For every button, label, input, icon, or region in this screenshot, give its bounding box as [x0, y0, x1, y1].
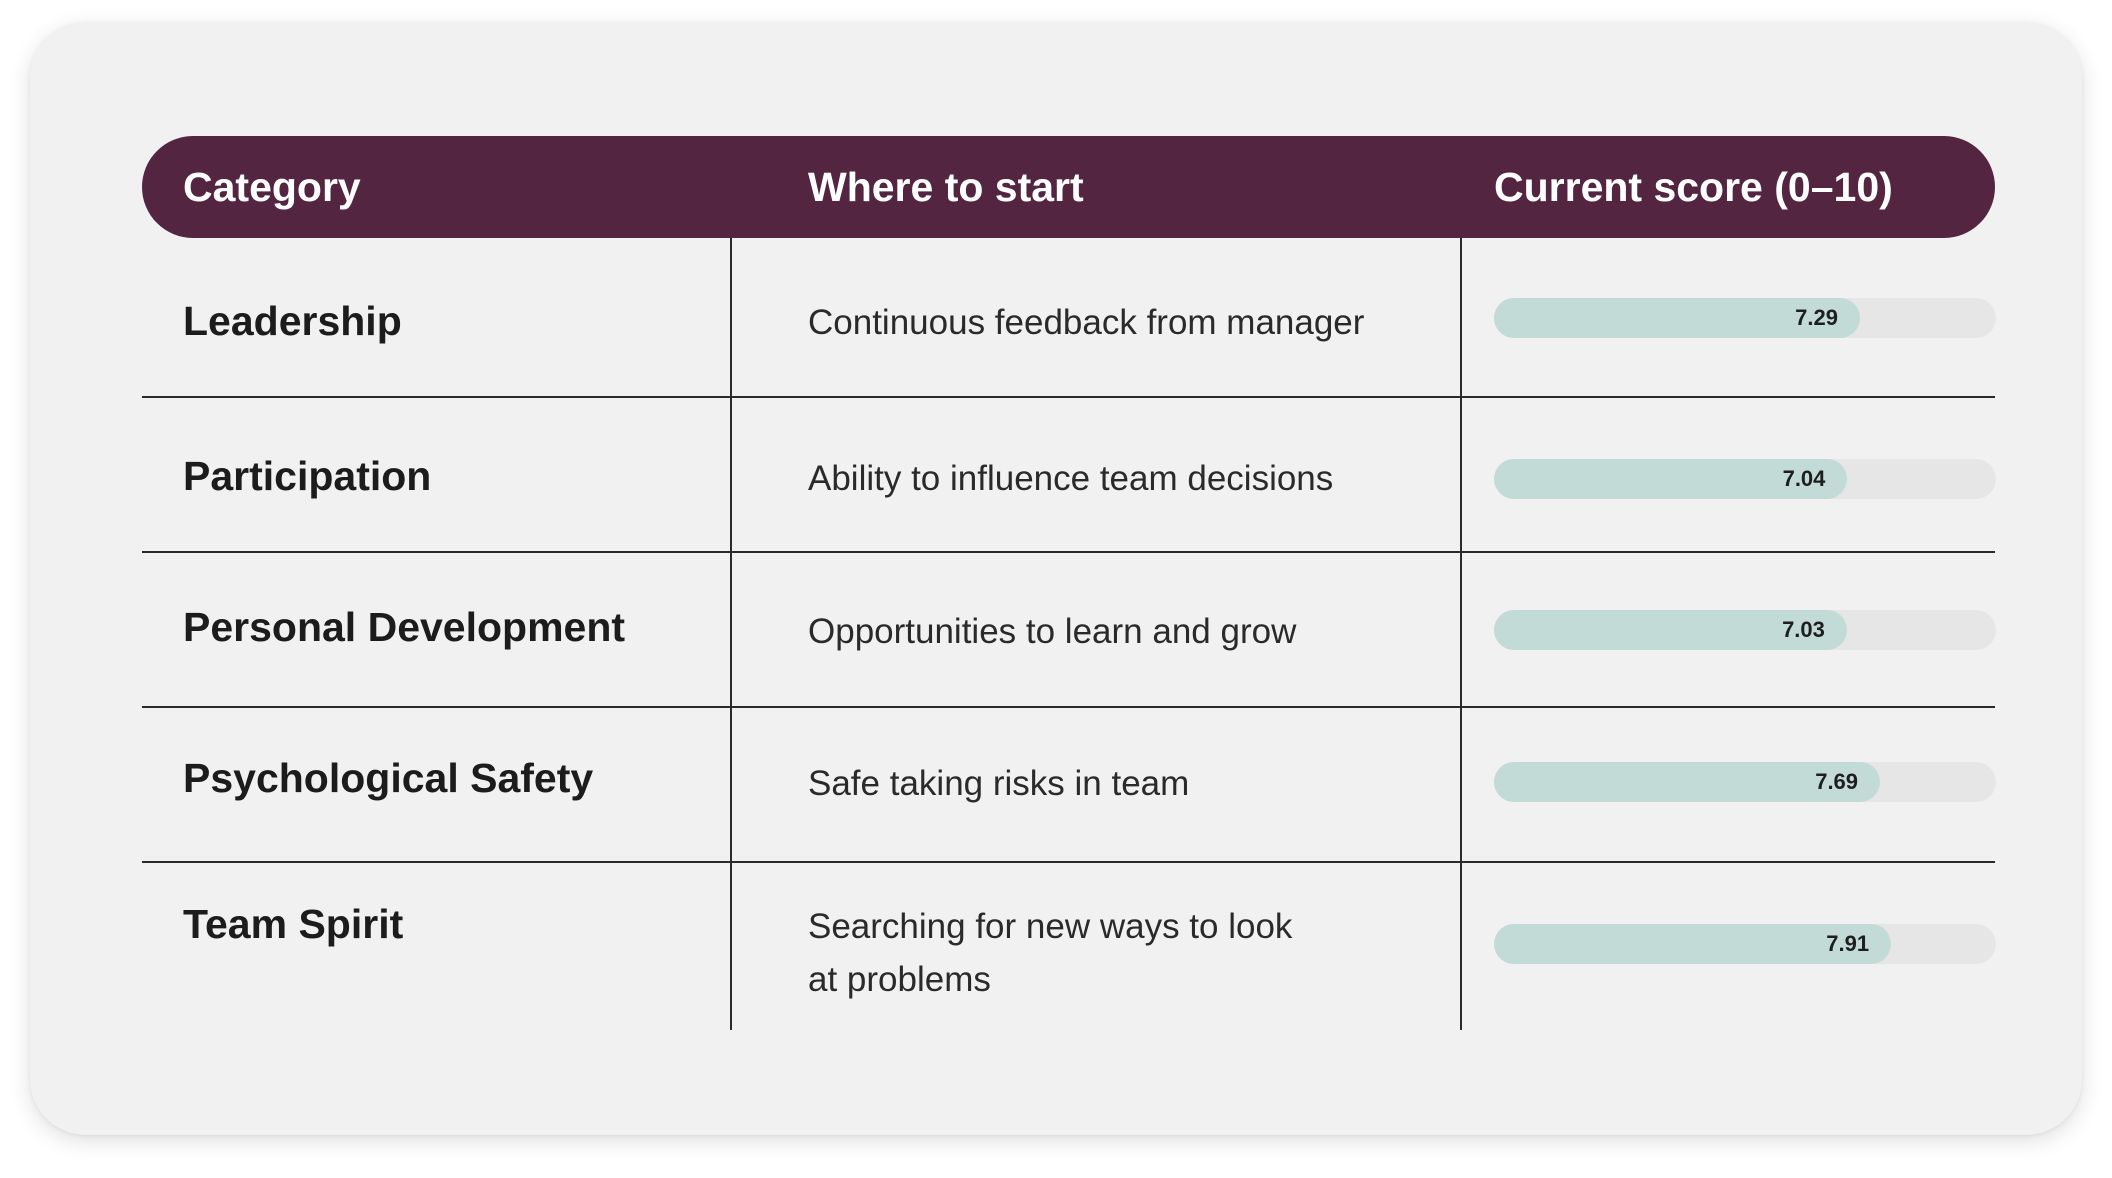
- category-label: Psychological Safety: [183, 755, 594, 801]
- category-label: Participation: [183, 453, 432, 499]
- score-value: 7.29: [1795, 305, 1838, 330]
- category-label: Leadership: [183, 298, 402, 344]
- score-bar: 7.04: [1494, 459, 1996, 499]
- score-bar-fill: 7.29: [1494, 298, 1860, 338]
- column-divider: [730, 398, 732, 551]
- score-table: Category Where to start Current score (0…: [142, 136, 1996, 1030]
- score-value: 7.04: [1782, 466, 1826, 491]
- table-row: Personal Development Opportunities to le…: [142, 553, 1996, 708]
- where-to-start-text: Safe taking risks in team: [808, 764, 1190, 803]
- category-label: Personal Development: [183, 604, 626, 650]
- score-bar: 7.29: [1494, 298, 1996, 338]
- column-divider: [730, 553, 732, 706]
- table-row: Participation Ability to influence team …: [142, 398, 1996, 553]
- score-value: 7.91: [1826, 931, 1870, 956]
- column-divider: [1460, 238, 1462, 396]
- header-category: Category: [183, 164, 361, 210]
- column-divider: [730, 238, 732, 396]
- column-divider: [730, 708, 732, 861]
- column-divider: [1460, 398, 1462, 551]
- column-divider: [1460, 863, 1462, 1030]
- table-row: Psychological Safety Safe taking risks i…: [142, 708, 1996, 863]
- header-current-score: Current score (0–10): [1494, 164, 1893, 210]
- category-label: Team Spirit: [183, 901, 404, 947]
- table-row: Leadership Continuous feedback from mana…: [142, 238, 1996, 398]
- table-header: Category Where to start Current score (0…: [142, 136, 1995, 238]
- header-where-to-start: Where to start: [808, 164, 1084, 210]
- table-row: Team Spirit Searching for new ways to lo…: [142, 863, 1996, 1030]
- column-divider: [1460, 708, 1462, 861]
- where-to-start-text: Continuous feedback from manager: [808, 303, 1365, 342]
- where-to-start-text: Searching for new ways to look at proble…: [808, 907, 1293, 999]
- score-bar-fill: 7.03: [1494, 610, 1847, 650]
- score-bar: 7.91: [1494, 924, 1996, 964]
- score-bar-fill: 7.91: [1494, 924, 1892, 964]
- score-card: Category Where to start Current score (0…: [30, 22, 2082, 1135]
- score-bar-fill: 7.69: [1494, 762, 1881, 802]
- score-bar: 7.69: [1494, 762, 1996, 802]
- score-bar-fill: 7.04: [1494, 459, 1848, 499]
- score-bar: 7.03: [1494, 610, 1996, 650]
- score-value: 7.03: [1782, 617, 1825, 642]
- where-to-start-text: Ability to influence team decisions: [808, 459, 1334, 498]
- score-value: 7.69: [1815, 769, 1859, 794]
- where-to-start-text: Opportunities to learn and grow: [808, 612, 1297, 651]
- column-divider: [1460, 553, 1462, 706]
- column-divider: [730, 863, 732, 1030]
